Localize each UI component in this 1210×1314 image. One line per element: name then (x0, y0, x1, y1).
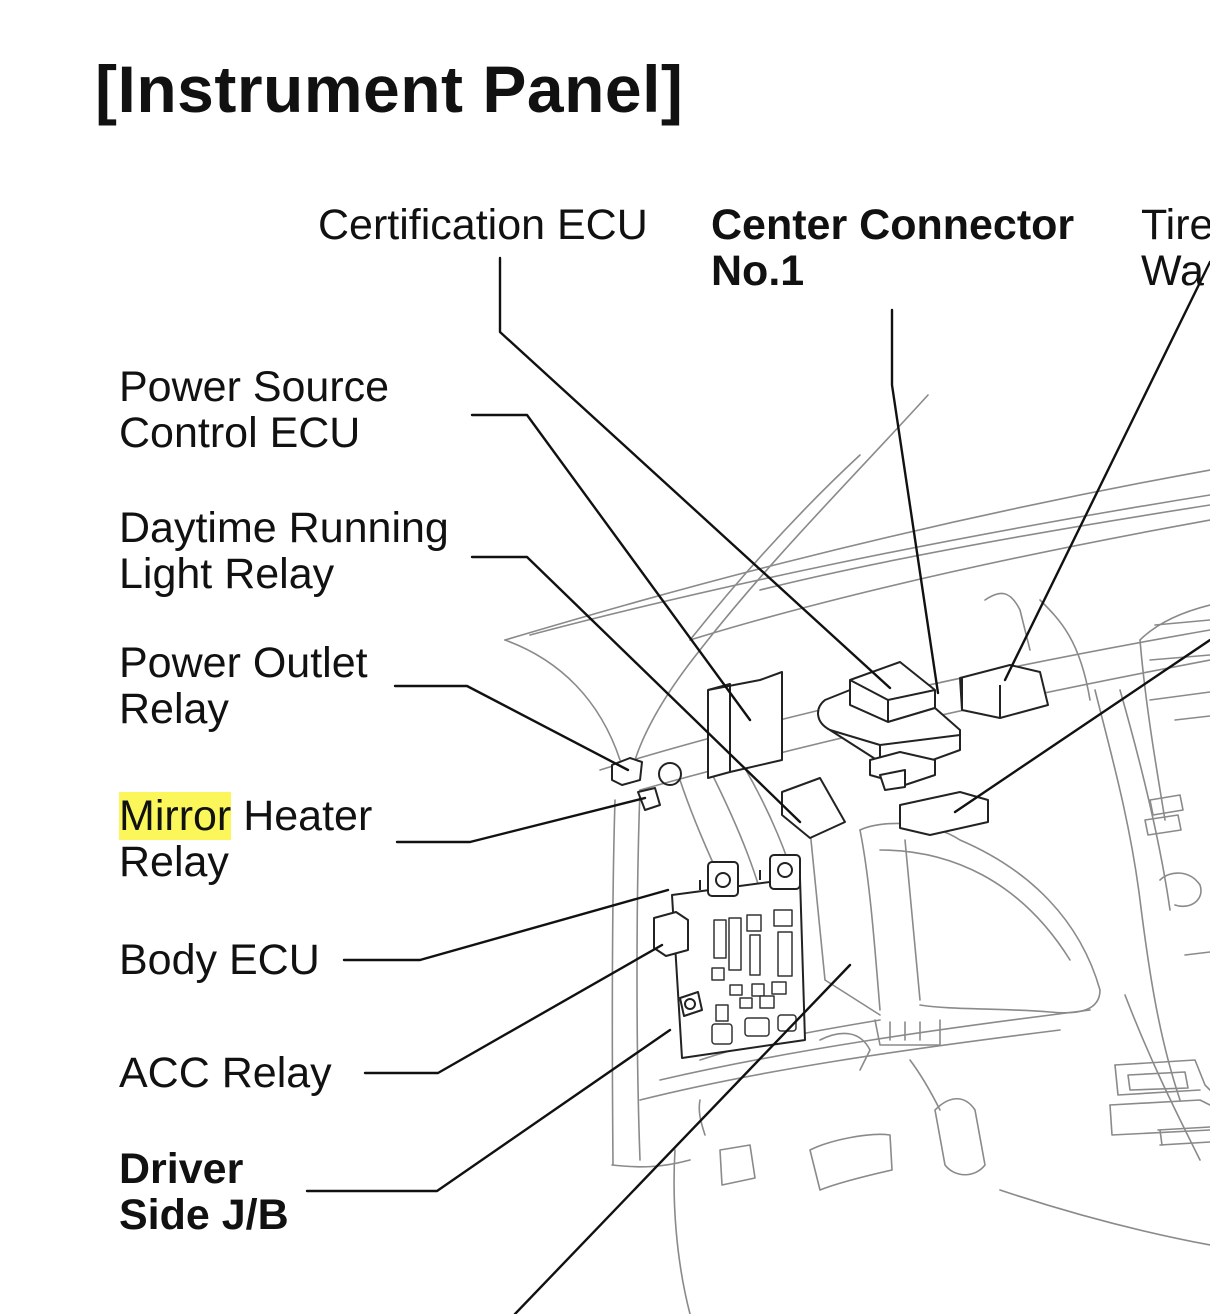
leader-power-source (470, 413, 752, 722)
drl-line1: Daytime Running (119, 504, 449, 552)
body-ecu-shape (653, 911, 689, 957)
leader-lines (305, 256, 1210, 1314)
drl-line2: Light Relay (119, 550, 335, 598)
body-ecu-text: Body ECU (119, 936, 320, 984)
label-daytime-running-light-relay: Daytime Running Light Relay (119, 505, 449, 597)
mirror-heater-word: Heater (231, 792, 373, 840)
tire-line2: Wa (1141, 247, 1204, 294)
dashboard-outline (504, 394, 1210, 1314)
leader-mirror-heater (395, 796, 647, 844)
power-outlet-relay-shape (611, 757, 643, 786)
leader-center-connector (890, 308, 940, 695)
leader-acc-relay (363, 943, 664, 1075)
label-acc-relay: ACC Relay (119, 1050, 332, 1096)
certification-ecu-text: Certification ECU (318, 201, 648, 249)
label-power-source-control-ecu: Power Source Control ECU (119, 364, 389, 456)
center-connector-line2: No.1 (711, 247, 805, 295)
label-center-connector-no1: Center Connector No.1 (711, 202, 1074, 294)
driver-line1: Driver (119, 1145, 244, 1193)
leader-driver-jb (305, 1028, 672, 1193)
power-outlet-line2: Relay (119, 685, 229, 733)
mirror-heater-line1: Mirror Heater (119, 792, 373, 840)
mirror-heater-line2: Relay (119, 838, 229, 886)
label-tire-cropped: Tire Wa (1141, 202, 1210, 294)
leader-tire (1003, 260, 1210, 682)
label-mirror-heater-relay: Mirror Heater Relay (119, 792, 373, 886)
label-driver-side-jb: Driver Side J/B (119, 1146, 289, 1238)
label-body-ecu: Body ECU (119, 937, 320, 983)
power-source-line1: Power Source (119, 363, 390, 411)
components (611, 661, 1049, 1059)
mirror-heater-relay-shape (637, 787, 661, 811)
right-ecu-shape (899, 791, 989, 836)
leader-certification-ecu (498, 256, 892, 690)
label-certification-ecu: Certification ECU (318, 202, 648, 248)
leader-bottom (513, 963, 852, 1314)
power-outlet-line1: Power Outlet (119, 639, 368, 687)
power-source-line2: Control ECU (119, 409, 361, 457)
label-power-outlet-relay: Power Outlet Relay (119, 640, 368, 732)
leader-power-outlet (393, 684, 630, 772)
acc-relay-shape (679, 991, 703, 1017)
leader-drl (470, 555, 802, 824)
tire-line1: Tire (1141, 202, 1210, 249)
page-title: [Instrument Panel] (95, 52, 684, 126)
drl-relay-shape (781, 777, 846, 839)
search-highlight: Mirror (119, 792, 232, 840)
center-connector-line1: Center Connector (711, 201, 1075, 249)
leader-body-ecu (342, 888, 670, 962)
driver-line2: Side J/B (119, 1191, 289, 1239)
center-connector-no1-shape (817, 689, 961, 771)
tire-pressure-ecu-shape (959, 664, 1049, 719)
acc-relay-text: ACC Relay (119, 1049, 332, 1097)
leader-right-ecu (953, 638, 1210, 814)
